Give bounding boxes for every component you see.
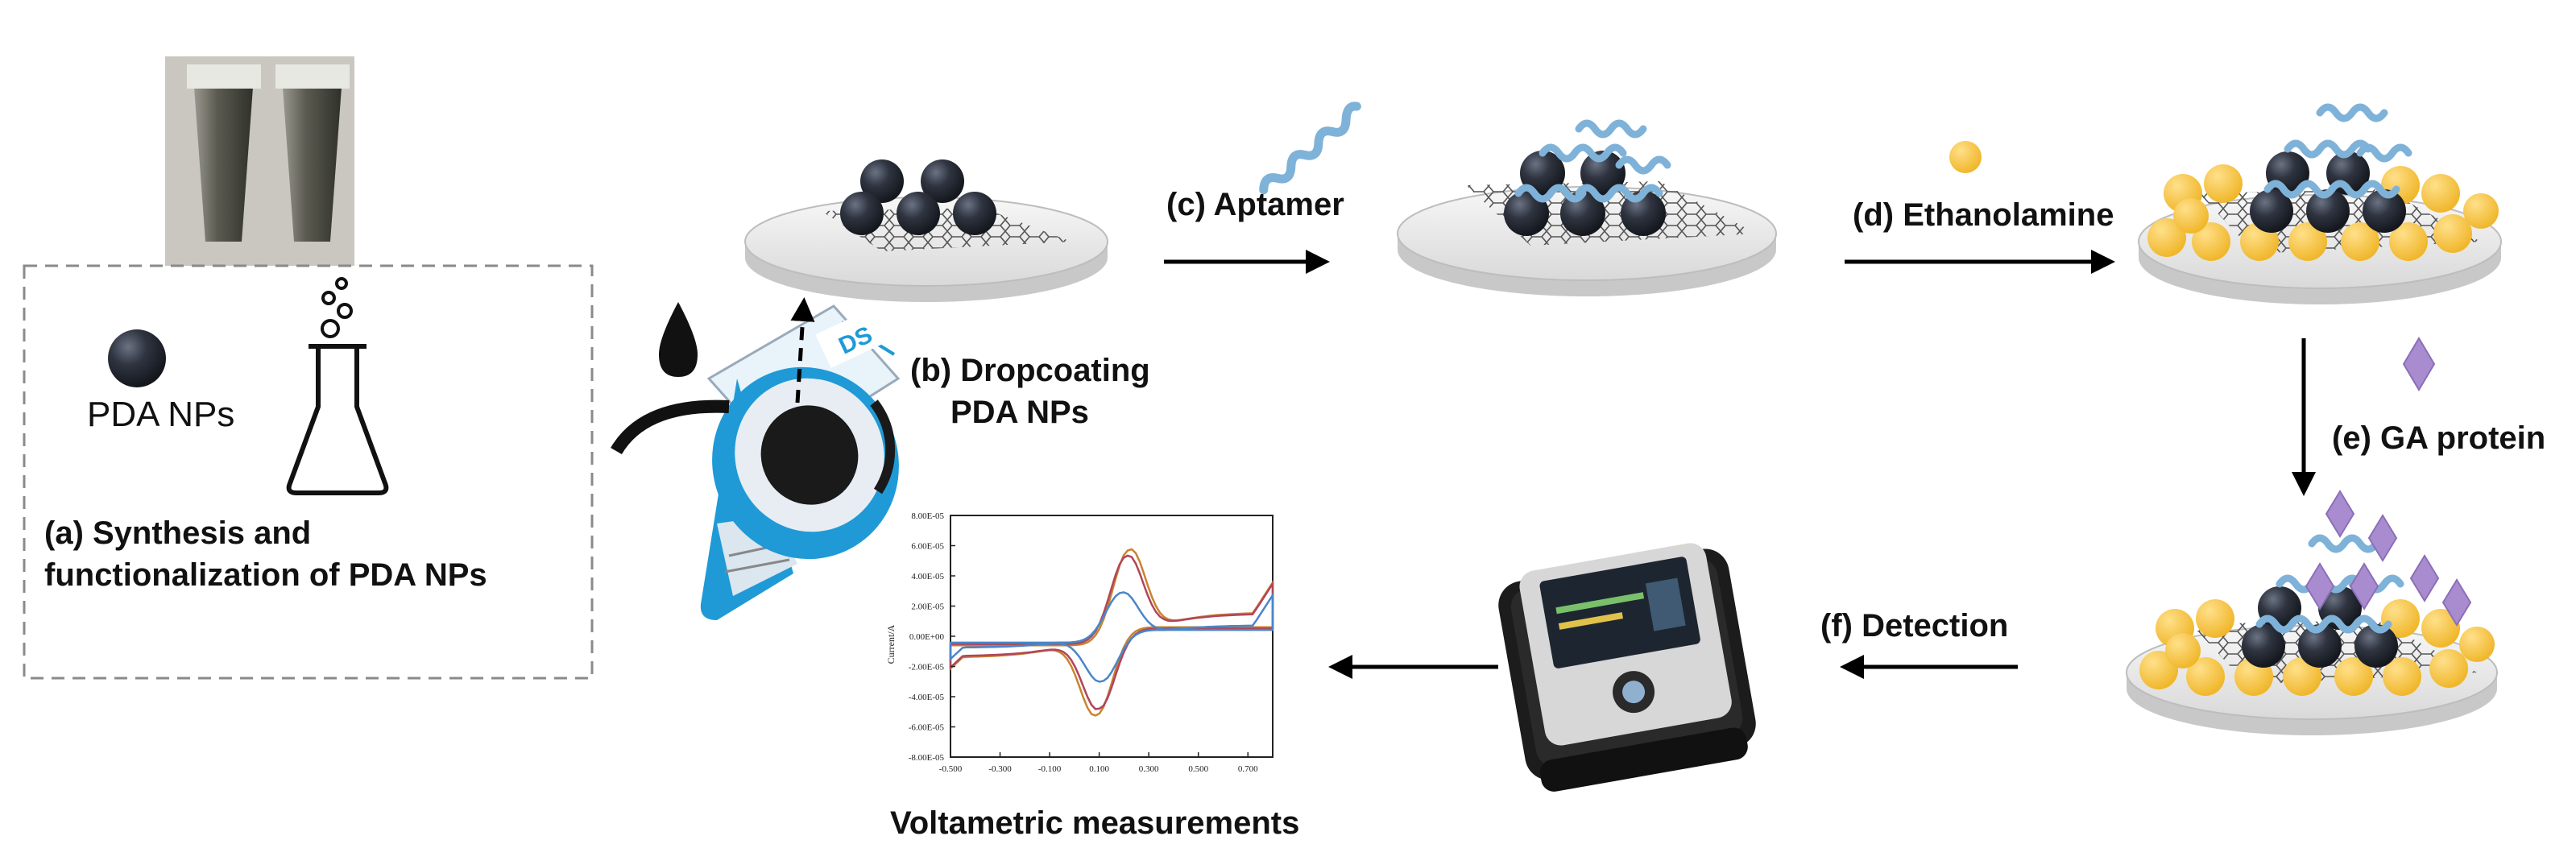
cv-ytick-label: 4.00E-05 (911, 572, 944, 581)
cv-xtick-label: 0.500 (1188, 764, 1208, 774)
step-f-label: (f) Detection (1820, 608, 2009, 644)
cv-ylabel: Current/A (885, 624, 897, 664)
step-c-label: (c) Aptamer (1166, 187, 1344, 222)
cv-xtick-label: 0.100 (1089, 764, 1109, 774)
cv-series-curve (949, 591, 1274, 683)
step-a-label-line2: functionalization of PDA NPs (44, 557, 487, 593)
electrode-disc-ga-protein (2126, 490, 2498, 735)
cv-ytick-label: 0.00E+00 (909, 632, 945, 642)
step-a-label-line1: (a) Synthesis and (44, 515, 312, 551)
step-b-label-line2: PDA NPs (950, 395, 1089, 430)
cv-xtick-label: -0.300 (988, 764, 1012, 774)
cv-ytick-label: -6.00E-05 (909, 723, 945, 733)
cv-ytick-label: -4.00E-05 (909, 693, 945, 702)
cv-chart-frame (950, 515, 1274, 758)
sample-tubes-photo (165, 56, 354, 266)
potentiostat-device (1498, 543, 1756, 792)
dropcoat-dashed-arrow (790, 297, 815, 404)
cv-xtick-label: 0.700 (1238, 764, 1258, 774)
cv-ytick-label: -8.00E-05 (909, 753, 945, 763)
electrode-disc-bare (744, 159, 1108, 302)
ethanolamine-icon (1949, 141, 1982, 173)
cv-ytick-label: 2.00E-05 (911, 602, 944, 612)
cv-chart: 8.00E-05 6.00E-05 4.00E-05 2.00E-05 0.00E+00… (885, 511, 1274, 774)
cv-ytick-label: 8.00E-05 (911, 511, 944, 521)
step-e-label: (e) GA protein (2332, 420, 2546, 456)
electrode-disc-aptamer (1397, 119, 1777, 296)
voltammetry-label: Voltametric measurements (890, 805, 1300, 841)
pda-nanoparticle-icon (108, 329, 166, 387)
step-d-label: (d) Ethanolamine (1853, 197, 2114, 233)
cv-xtick-label: 0.300 (1139, 764, 1159, 774)
cv-ytick-label: 6.00E-05 (911, 542, 944, 552)
cv-xtick-label: -0.500 (939, 764, 963, 774)
electrode-disc-ethanolamine (2138, 103, 2502, 304)
step-b-label-line1: (b) Dropcoating (910, 353, 1150, 388)
cv-ytick-label: -2.00E-05 (909, 663, 945, 673)
aptamer-icon (1259, 101, 1361, 195)
droplet-icon (659, 302, 698, 377)
connector-arc (611, 399, 730, 455)
screen-printed-electrode (700, 304, 901, 620)
cv-xtick-label: -0.100 (1038, 764, 1062, 774)
ga-protein-icon (2402, 337, 2436, 391)
flask-icon (286, 277, 389, 495)
synthesis-panel-border (23, 264, 594, 680)
pda-nps-label: PDA NPs (87, 395, 235, 434)
